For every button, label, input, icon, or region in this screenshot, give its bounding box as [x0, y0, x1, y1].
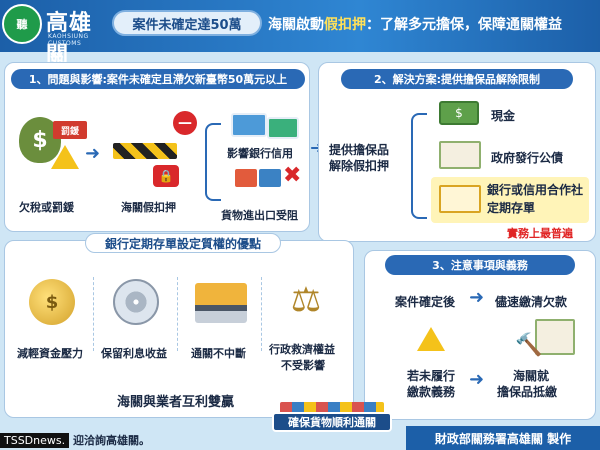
org-name: 高雄關: [46, 11, 93, 68]
win-win-footer: 海關與業者互利雙贏: [117, 395, 235, 410]
advantage-2: 保留利息收益: [101, 347, 167, 360]
divider: [93, 277, 94, 351]
offset-label-1: 海關就: [513, 369, 550, 383]
header-bar: 聽 高雄關 KAOHSIUNG CUSTOMS 案件未確定達50萬 海關啟動假扣…: [0, 0, 600, 68]
arrow-right-icon: ➜: [469, 369, 485, 390]
section2-title: 2、解決方案:提供擔保品解除限制: [341, 69, 573, 89]
justice-scale-icon: ⚖: [290, 280, 322, 320]
bond-certificate-icon: [439, 141, 481, 169]
option-bond: 政府發行公債: [491, 151, 564, 165]
cargo-ship-icon: [280, 402, 384, 414]
arrow-right-icon: ➜: [85, 143, 101, 164]
footer-left: TSSDnews. 迎洽詢高雄關。: [0, 432, 150, 448]
fine-tag: 罰鍰: [53, 121, 87, 139]
page-title: 海關啟動假扣押：了解多元擔保，保障通關權益: [268, 17, 562, 33]
advantage-4-2: 不受影響: [281, 359, 325, 372]
arrow-right-icon: ➜: [469, 287, 485, 308]
sold-document-icon: [535, 319, 575, 355]
effect-trade: 貨物進出口受阻: [221, 209, 298, 222]
cause-label: 欠稅或罰鍰: [19, 201, 74, 214]
advantage-3: 通關不中斷: [191, 347, 246, 360]
section1-title: 1、問題與影響:案件未確定且滯欠新臺幣50萬元以上: [11, 69, 305, 89]
advantage-1: 減輕資金壓力: [17, 347, 83, 360]
panel-advantages: 銀行定期存單設定質權的優點 $ 減輕資金壓力 保留利息收益 通關不中斷 ⚖ 行政…: [4, 233, 354, 418]
warning-icon: [417, 327, 445, 351]
offset-label-2: 擔保品抵繳: [497, 385, 558, 399]
panel-solution: 2、解決方案:提供擔保品解除限制 提供擔保品 解除假扣押 $ 現金 政府發行公債…: [318, 62, 596, 242]
barrier-icon: [113, 143, 177, 159]
bank-card-icon: [267, 117, 299, 139]
header-tag: 案件未確定達50萬: [112, 10, 262, 36]
action-label: 海關假扣押: [121, 201, 176, 214]
gavel-icon: 🔨: [515, 333, 543, 358]
watermark: TSSDnews.: [0, 433, 70, 448]
solution-lead-1: 提供擔保品: [329, 143, 390, 157]
brace-divider: [205, 123, 221, 201]
clearance-banner: 確保貨物順利通關: [272, 412, 392, 432]
advantage-4-1: 行政救濟權益: [269, 343, 335, 356]
deposit-certificate-icon: [439, 185, 481, 213]
panel-problem: 1、問題與影響:案件未確定且滯欠新臺幣50萬元以上 $ 罰鍰 欠稅或罰鍰 ➜ —…: [4, 62, 310, 232]
default-label-2: 繳款義務: [407, 385, 456, 399]
pay-debt-label: 儘速繳清欠款: [495, 295, 568, 309]
id-card-icon: [231, 113, 267, 137]
section4-title: 3、注意事項與義務: [385, 255, 575, 275]
lock-icon: 🔒: [153, 165, 179, 187]
option-deposit-1: 銀行或信用合作社: [487, 183, 584, 197]
default-label-1: 若未履行: [407, 369, 456, 383]
conveyor-icon: [195, 283, 247, 323]
welcome-text: 迎洽詢高雄關。: [72, 434, 150, 447]
deposit-disc-icon: [113, 279, 159, 325]
effect-credit: 影響銀行信用: [227, 147, 293, 160]
brace-divider: [411, 113, 427, 219]
section3-title: 銀行定期存單設定質權的優點: [85, 233, 281, 253]
panel-obligations: 3、注意事項與義務 案件確定後 ➜ 儘速繳清欠款 若未履行 繳款義務 ➜ 🔨 海…: [364, 250, 596, 420]
x-icon: ✖: [283, 163, 302, 188]
solution-lead-2: 解除假扣押: [329, 159, 390, 173]
customs-badge-icon: 聽: [2, 4, 42, 44]
case-final-label: 案件確定後: [395, 295, 456, 309]
credit-bar: 財政部關務署高雄關 製作: [406, 426, 600, 450]
logo: 聽 高雄關 KAOHSIUNG CUSTOMS: [2, 2, 114, 68]
container-icon: [259, 169, 281, 187]
stop-sign-icon: —: [173, 111, 197, 135]
divider: [177, 277, 178, 351]
option-deposit-2: 定期存單: [487, 201, 536, 215]
org-subtitle: KAOHSIUNG CUSTOMS: [48, 33, 89, 47]
cash-icon: $: [439, 101, 479, 125]
coins-icon: $: [29, 279, 75, 325]
warning-icon: [51, 145, 79, 169]
common-practice-note: 實務上最普遍: [507, 227, 573, 240]
divider: [261, 277, 262, 351]
container-icon: [235, 169, 257, 187]
option-cash: 現金: [491, 109, 516, 123]
